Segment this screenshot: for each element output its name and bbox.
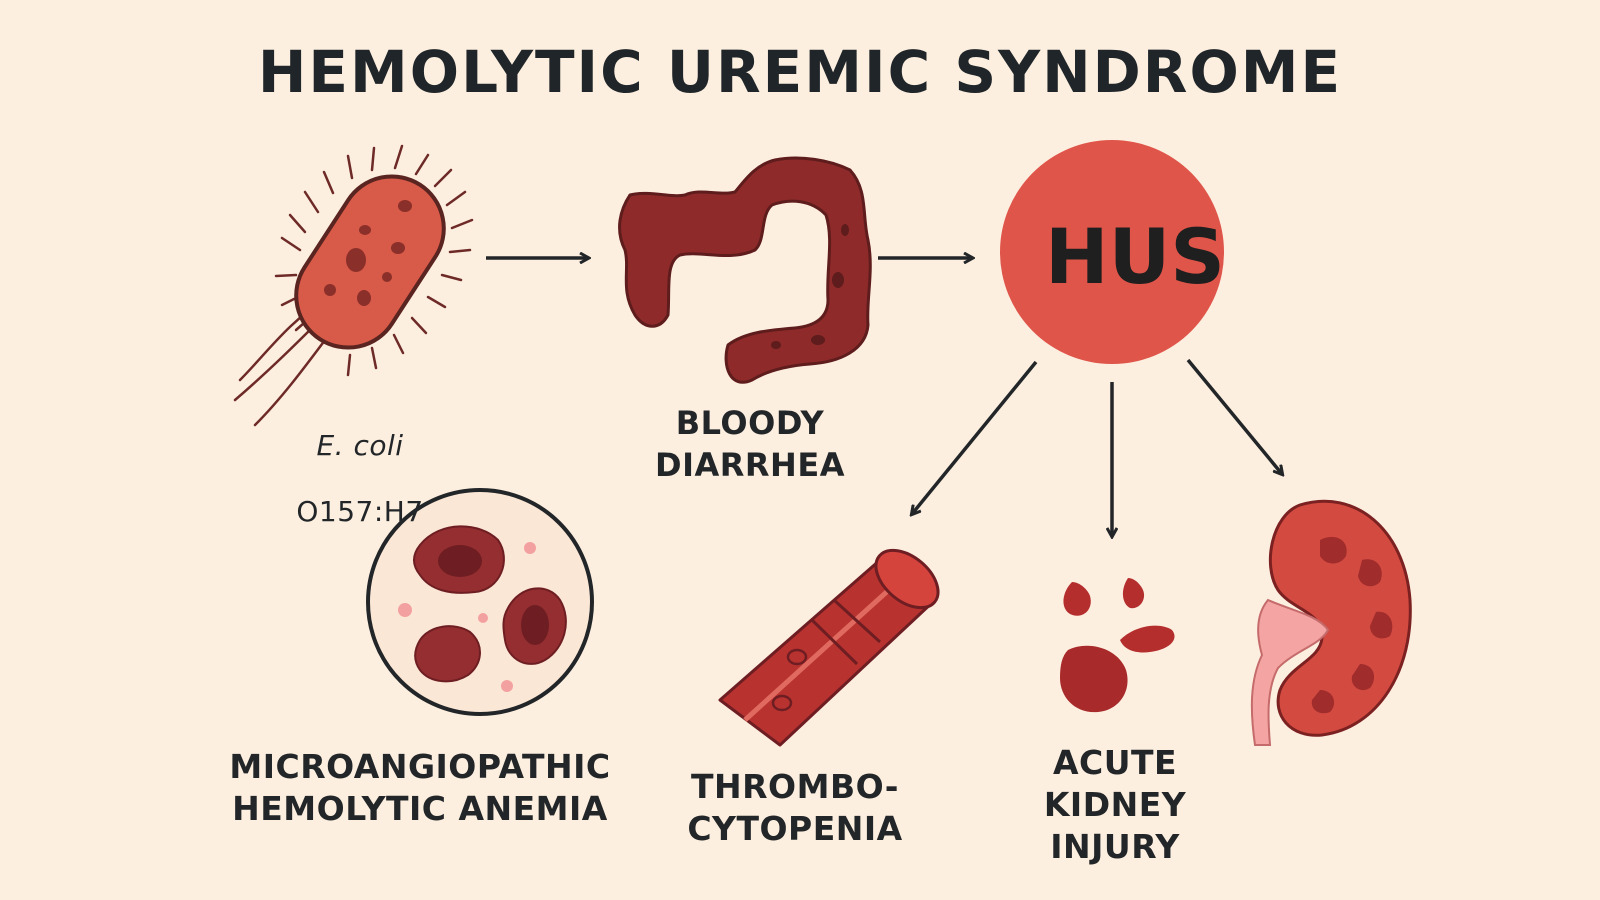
blood-vessel-icon	[718, 548, 940, 747]
bacterium-icon	[233, 144, 474, 427]
red-blood-cells-icon	[366, 488, 594, 716]
ecoli-label: E. coli O157:H7	[260, 396, 460, 561]
anemia-label: MICROANGIOPATHIC HEMOLYTIC ANEMIA	[229, 747, 611, 828]
thrombocytopenia-label: THROMBO- CYTOPENIA	[687, 767, 903, 848]
arrow-hus-to-thrombocytopenia	[912, 360, 1038, 514]
ecoli-strain: O157:H7	[296, 495, 424, 528]
hus-label: HUS	[1044, 212, 1226, 301]
kidney-icon	[1250, 499, 1412, 746]
ecoli-name: E. coli	[316, 429, 404, 462]
hus-circle	[1000, 140, 1224, 364]
blood-drops-icon	[1060, 578, 1175, 713]
diagram-title: HEMOLYTIC UREMIC SYNDROME	[257, 38, 1343, 106]
bloody-diarrhea-label: BLOODY DIARRHEA	[655, 404, 845, 484]
arrow-hus-to-kidney	[1186, 358, 1282, 474]
acute-kidney-injury-label: ACUTE KIDNEY INJURY	[1043, 743, 1187, 866]
colon-icon	[618, 156, 872, 384]
